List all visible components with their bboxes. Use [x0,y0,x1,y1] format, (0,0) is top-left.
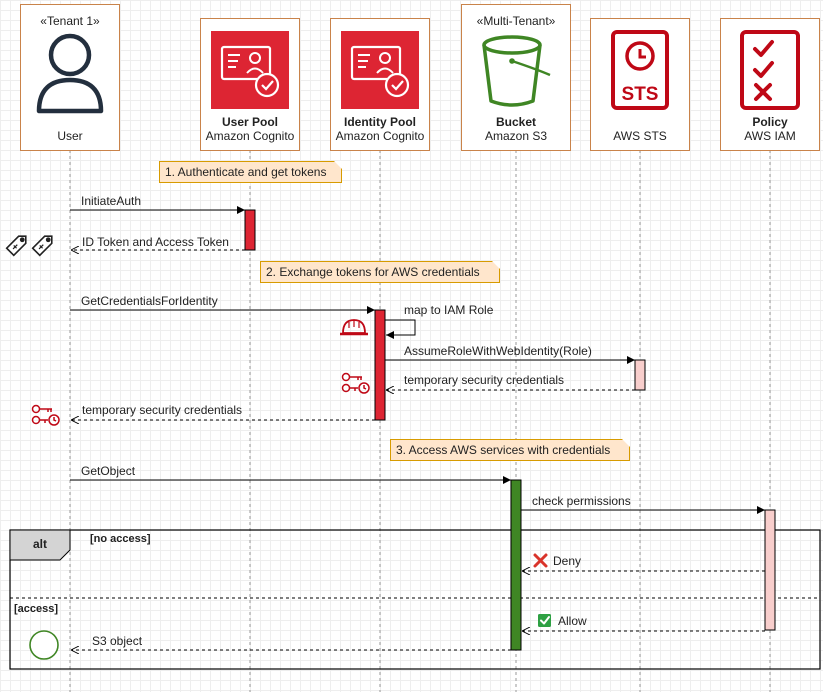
message-label: check permissions [532,494,631,508]
participant-title: Policy [752,115,788,129]
participant-title: Bucket [495,115,536,129]
token-tags-icon [5,235,53,257]
participant-iam: Policy AWS IAM [720,18,820,151]
svg-text:STS: STS [622,84,659,105]
alt-fragment [9,529,821,670]
participant-subtitle: Amazon Cognito [335,129,425,143]
temporary-credentials-icon [341,372,370,394]
user-avatar-icon [36,33,104,114]
deny-x-icon [533,553,548,568]
participant-title: Identity Pool [344,115,416,129]
participant-subtitle: AWS STS [613,129,667,143]
activation-idpool [374,309,386,421]
participant-name: Bucket Amazon S3 [462,115,570,143]
iam-policy-checklist-icon [740,30,800,110]
message-label: map to IAM Role [404,303,494,317]
message-label: GetObject [81,464,136,478]
message-label: temporary security credentials [404,373,565,387]
participant-name: User Pool Amazon Cognito [201,115,299,143]
participant-userpool: User Pool Amazon Cognito [200,18,300,151]
message-label: AssumeRoleWithWebIdentity(Role) [404,344,592,358]
participant-bucket: «Multi-Tenant» Bucket Amazon S3 [461,4,571,151]
iam-role-helmet-icon [340,319,368,336]
participant-sts: STS AWS STS [590,18,690,151]
fragment-guard-no-access: [no access] [90,533,151,545]
fragment-guard-access: [access] [14,603,59,615]
message-label: InitiateAuth [81,194,142,208]
message-label: temporary security credentials [82,403,243,417]
cognito-user-pool-icon [211,31,289,109]
participant-idpool: Identity Pool Amazon Cognito [330,18,430,151]
participant-stereotype: «Tenant 1» [40,14,100,28]
participant-stereotype: «Multi-Tenant» [476,14,556,28]
message-label: GetCredentialsForIdentity [81,294,218,308]
temporary-credentials-icon [31,404,60,426]
sts-token-icon: STS [611,30,669,110]
participant-name: User [21,129,119,143]
message-label: Deny [553,554,582,568]
note-step-3: 3. Access AWS services with credentials [390,439,630,461]
message-label: ID Token and Access Token [82,235,229,249]
activation-sts [634,359,646,391]
message-label: Allow [558,614,587,628]
message-label: S3 object [92,634,143,648]
participant-name: AWS STS [591,129,689,143]
cognito-identity-pool-icon [341,31,419,109]
activation-iam [764,509,776,631]
participant-title: User Pool [221,115,278,129]
note-step-2: 2. Exchange tokens for AWS credentials [260,261,500,283]
participant-name: Policy AWS IAM [721,115,819,143]
note-step-1: 1. Authenticate and get tokens [159,161,342,183]
participant-subtitle: Amazon Cognito [205,129,295,143]
allow-check-icon [538,614,551,627]
participant-subtitle: AWS IAM [744,129,796,143]
participant-subtitle: User [57,129,83,143]
s3-bucket-icon [482,35,551,107]
s3-object-circle-icon [29,630,59,660]
activation-bucket [510,479,522,651]
participant-user: «Tenant 1» User [20,4,120,151]
arrow-map-role [385,319,416,339]
fragment-operator: alt [33,537,48,551]
participant-name: Identity Pool Amazon Cognito [331,115,429,143]
participant-subtitle: Amazon S3 [484,129,548,143]
activation-userpool [244,209,256,251]
